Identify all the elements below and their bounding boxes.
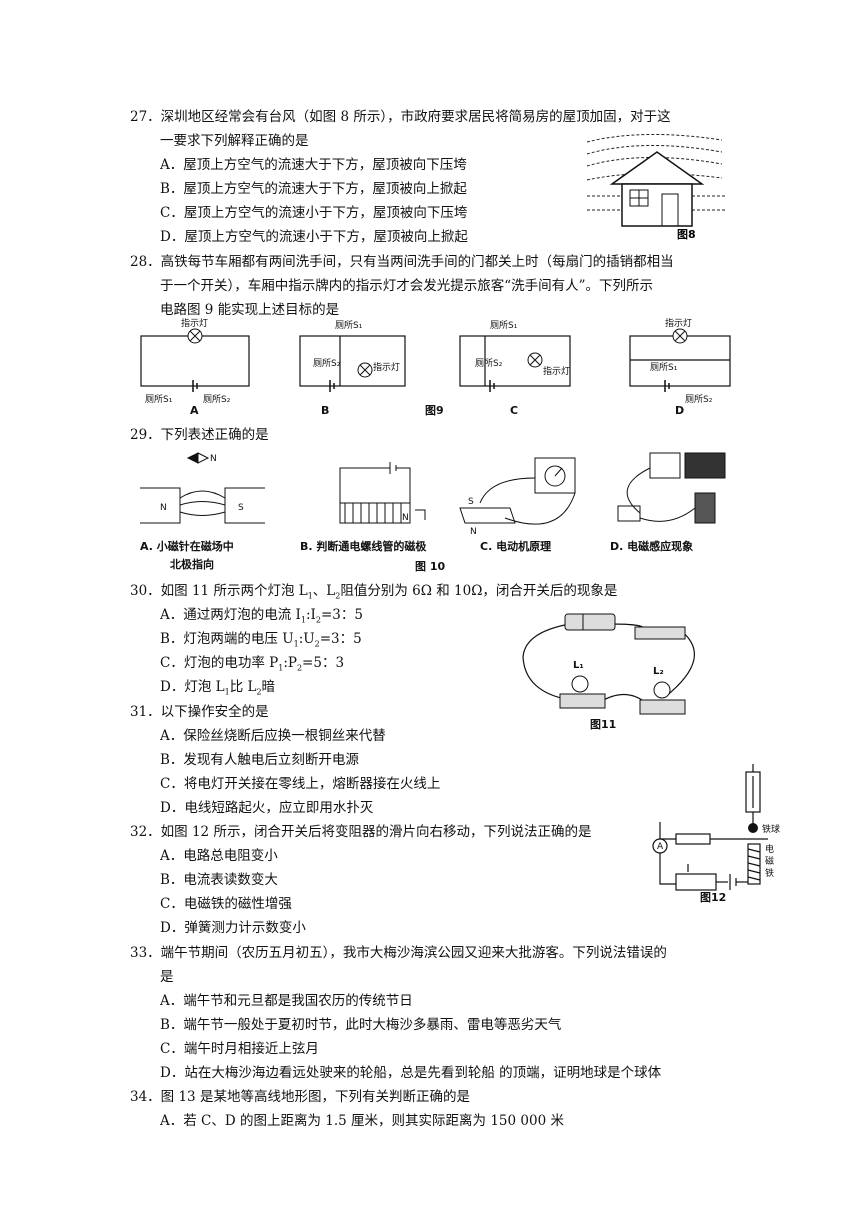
magnet-right-s-label: S <box>238 503 244 513</box>
solenoid-n-label: N <box>402 513 409 523</box>
q28-stem-line2: 于一个开关），车厢中指示牌内的指示灯才会发光提示旅客“洗手间有人”。下列所示 <box>160 278 654 294</box>
circuit-d-s1-label: 厕所S₁ <box>650 362 678 373</box>
circuit-b-label: B <box>321 404 329 417</box>
circuit-d-lamp-label: 指示灯 <box>665 317 692 329</box>
lamp-l2-label: L₂ <box>653 666 664 677</box>
q28-stem-line3: 电路图 9 能实现上述目标的是 <box>160 302 340 318</box>
lamp-l1-label: L₁ <box>573 660 584 671</box>
circuit-d-s2-label: 厕所S₂ <box>685 394 713 405</box>
figure-11-caption: 图11 <box>590 718 616 731</box>
figure-9-caption: 图9 <box>425 404 444 417</box>
q32-option-c: C．电磁铁的磁性增强 <box>160 896 292 912</box>
circuit-c-lamp-label: 指示灯 <box>543 365 570 377</box>
figure-8-house-wind: 图8 <box>582 130 732 241</box>
q32-option-a: A．电路总电阻变小 <box>160 848 278 864</box>
q31-option-a: A．保险丝烧断后应换一根铜丝来代替 <box>160 728 386 744</box>
q27-stem-line2: 一要求下列解释正确的是 <box>160 133 309 149</box>
circuit-b-s2-label: 厕所S₂ <box>313 358 341 369</box>
figure-10-caption-b: B. 判断通电螺线管的磁极 <box>300 539 427 553</box>
q33-option-c: C．端午时月相接近上弦月 <box>160 1041 319 1057</box>
circuit-c-s1-label: 厕所S₁ <box>490 320 518 331</box>
q33-option-b: B．端午节一般处于夏初时节，此时大梅沙多暴雨、雷电等恶劣天气 <box>160 1017 562 1033</box>
figure-12-caption: 图12 <box>700 891 726 904</box>
figure-10-caption-a-line2: 北极指向 <box>170 557 214 571</box>
circuit-a-lamp-label: 指示灯 <box>181 317 208 329</box>
q34-option-a: A．若 C、D 的图上距离为 1.5 厘米，则其实际距离为 150 000 米 <box>160 1113 564 1129</box>
circuit-a-s1-label: 厕所S₁ <box>145 394 173 405</box>
motor-n-label: N <box>470 527 477 537</box>
q33-stem-line1: 33．端午节期间（农历五月初五），我市大梅沙海滨公园又迎来大批游客。下列说法错误… <box>130 945 667 961</box>
circuit-a-label: A <box>190 404 199 417</box>
figure-11-circuit: L₁ L₂ 图11 <box>515 602 725 742</box>
q32-option-b: B．电流表读数变大 <box>160 872 278 888</box>
q29-stem: 29．下列表述正确的是 <box>130 427 269 443</box>
q30-option-a: A．通过两灯泡的电流 I1:I2=3：5 <box>160 607 363 625</box>
electromagnet-label-2: 磁 <box>765 855 774 867</box>
q27-option-d: D．屋顶上方空气的流速小于下方，屋顶被向上掀起 <box>160 229 468 245</box>
circuit-d-label: D <box>675 404 684 417</box>
q33-option-a: A．端午节和元旦都是我国农历的传统节日 <box>160 993 413 1009</box>
q31-stem: 31．以下操作安全的是 <box>130 704 269 720</box>
q30-option-c: C．灯泡的电功率 P1:P2=5：3 <box>160 655 345 673</box>
q30-option-b: B．灯泡两端的电压 U1:U2=3：5 <box>160 631 362 649</box>
q33-option-d: D．站在大梅沙海边看远处驶来的轮船，总是先看到轮船 的顶端，证明地球是个球体 <box>160 1065 662 1081</box>
q31-option-b: B．发现有人触电后立刻断开电源 <box>160 752 359 768</box>
q33-stem-line2: 是 <box>160 969 174 985</box>
q34-stem: 34．图 13 是某地等高线地形图，下列有关判断正确的是 <box>130 1089 470 1105</box>
figure-10-caption-a: A. 小磁针在磁场中 <box>140 539 234 553</box>
q31-option-c: C．将电灯开关接在零线上，熔断器接在火线上 <box>160 776 441 792</box>
figure-9-circuits: 指示灯 厕所S₁ 厕所S₂ 厕所S₁ 厕所S₂ 指示灯 厕所S₁ 厕所S₂ 指示… <box>135 317 735 420</box>
circuit-c-s2-label: 厕所S₂ <box>475 358 503 369</box>
figure-10-caption-d: D. 电磁感应现象 <box>610 539 693 553</box>
q32-stem: 32．如图 12 所示，闭合开关后将变阻器的滑片向右移动，下列说法正确的是 <box>130 824 592 840</box>
magnet-left-n-label: N <box>160 503 167 513</box>
circuit-b-s1-label: 厕所S₁ <box>335 320 363 331</box>
figure-12-electromagnet: 铁球 电 磁 铁 A 图12 <box>648 764 798 909</box>
q27-option-b: B．屋顶上方空气的流速大于下方，屋顶被向上掀起 <box>160 181 467 197</box>
q31-option-d: D．电线短路起火，应立即用水扑灭 <box>160 800 374 816</box>
electromagnet-label-1: 电 <box>765 843 774 855</box>
iron-ball-label: 铁球 <box>762 823 780 835</box>
figure-10-magnetism: N N S N <box>140 448 740 578</box>
figure-8-caption: 图8 <box>677 228 696 241</box>
q30-option-d: D．灯泡 L1比 L2暗 <box>160 679 276 697</box>
q27-option-a: A．屋顶上方空气的流速大于下方，屋顶被向下压垮 <box>160 157 467 173</box>
circuit-b-lamp-label: 指示灯 <box>373 361 400 373</box>
q27-option-c: C．屋顶上方空气的流速小于下方，屋顶被向下压垮 <box>160 205 468 221</box>
q27-stem-line1: 27．深圳地区经常会有台风（如图 8 所示），市政府要求居民将简易房的屋顶加固，… <box>130 109 671 125</box>
compass-n-label: N <box>210 454 217 464</box>
q30-stem: 30．如图 11 所示两个灯泡 L1、L2阻值分别为 6Ω 和 10Ω，闭合开关… <box>130 583 618 601</box>
q32-option-d: D．弹簧测力计示数变小 <box>160 920 306 936</box>
q28-stem-line1: 28．高铁每节车厢都有两间洗手间，只有当两间洗手间的门都关上时（每扇门的插销都相… <box>130 254 674 270</box>
figure-10-caption: 图 10 <box>415 560 445 573</box>
circuit-a-s2-label: 厕所S₂ <box>203 394 231 405</box>
ammeter-label: A <box>657 842 664 852</box>
motor-s-label: S <box>468 497 474 507</box>
circuit-c-label: C <box>510 404 518 417</box>
electromagnet-label-3: 铁 <box>765 867 774 879</box>
figure-10-caption-c: C. 电动机原理 <box>480 539 551 553</box>
